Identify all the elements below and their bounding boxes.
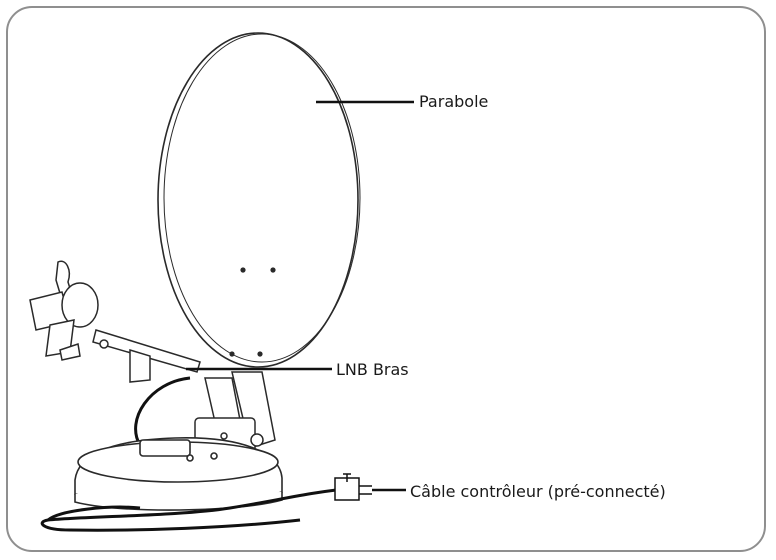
base-dome xyxy=(74,437,283,511)
lnb-arm xyxy=(92,329,201,383)
lnb-head xyxy=(29,260,99,361)
lnb-coax xyxy=(134,376,191,446)
controller-cable xyxy=(40,473,372,532)
dish xyxy=(157,32,361,368)
label-lnb-arm: LNB Bras xyxy=(336,360,409,379)
label-dish: Parabole xyxy=(419,92,489,111)
label-controller-cable: Câble contrôleur (pré-connecté) xyxy=(410,482,666,501)
